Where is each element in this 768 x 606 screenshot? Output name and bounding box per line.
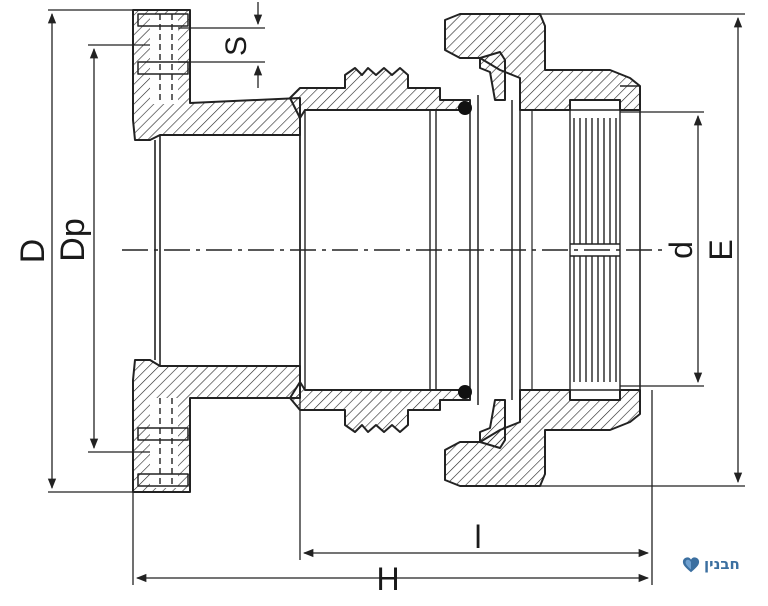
threaded-socket bbox=[569, 109, 621, 391]
label-l: l bbox=[474, 519, 481, 555]
union-nut-bottom bbox=[444, 389, 641, 487]
label-E: E bbox=[703, 239, 739, 260]
heart-drop-icon bbox=[682, 557, 700, 573]
bolt-hole-bottom bbox=[150, 398, 178, 488]
body-wall-bottom bbox=[289, 381, 471, 433]
o-ring-top bbox=[458, 101, 472, 115]
bolt-hole-top bbox=[150, 14, 178, 104]
logo-text: חבנין bbox=[704, 555, 740, 573]
label-Dp: Dp bbox=[54, 218, 92, 261]
retaining-ring-top bbox=[479, 51, 506, 101]
brand-logo: חבנין bbox=[682, 556, 740, 574]
union-nut-top bbox=[444, 13, 641, 111]
label-S: S bbox=[220, 36, 253, 56]
label-d: d bbox=[663, 241, 699, 259]
label-D: D bbox=[14, 239, 52, 264]
body-wall-top bbox=[289, 67, 471, 119]
o-ring-bottom bbox=[458, 385, 472, 399]
retaining-ring-bottom bbox=[479, 399, 506, 449]
label-H: H bbox=[376, 561, 399, 597]
